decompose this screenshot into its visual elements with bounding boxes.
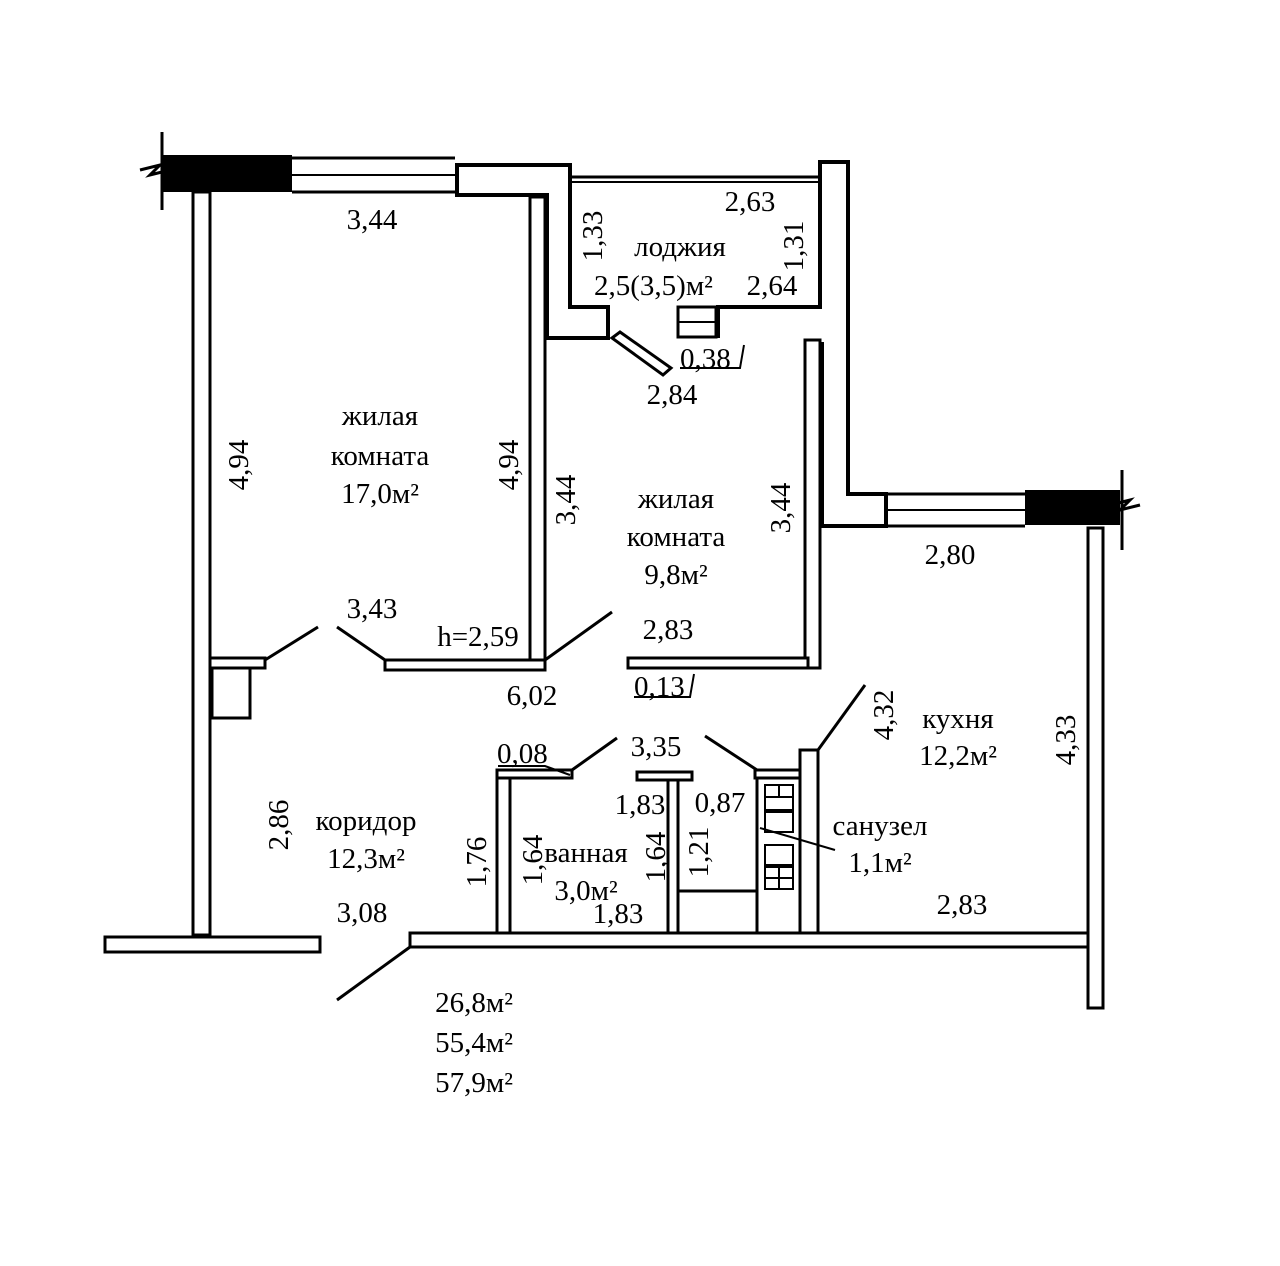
wc-name: санузел	[833, 810, 928, 842]
living2-name2: комната	[627, 521, 726, 553]
dim-corridor-bottom: 3,08	[337, 897, 388, 929]
dim-living1-left: 4,94	[223, 439, 255, 490]
kitchen-area: 12,2м²	[919, 740, 997, 772]
dim-living2-top: 2,84	[647, 379, 698, 411]
living1-name: жилая	[341, 400, 418, 432]
window-kitchen	[888, 492, 1025, 528]
dim-kitchen-left: 4,32	[868, 690, 900, 741]
loggia-name: лоджия	[634, 231, 726, 263]
dim-living1-top: 3,44	[347, 204, 398, 236]
living1-area: 17,0м²	[341, 478, 419, 510]
dim-bath-w-bottom: 1,83	[593, 898, 644, 930]
door-swings	[264, 344, 867, 1002]
bathroom-area: 3,0м²	[554, 875, 618, 907]
dim-bath-left: 1,64	[517, 834, 549, 885]
living2-area: 9,8м²	[644, 559, 708, 591]
wc-area: 1,1м²	[848, 847, 912, 879]
dim-kitchen-right: 4,33	[1050, 715, 1082, 766]
window-living1	[292, 156, 455, 194]
dim-loggia-right: 1,31	[778, 221, 810, 272]
living2-name: жилая	[637, 483, 714, 515]
corridor-name: коридор	[316, 805, 417, 837]
wc-fixtures	[764, 784, 794, 890]
total-area: 55,4м²	[435, 1027, 513, 1059]
dim-kitchen-bottom: 2,83	[937, 889, 988, 921]
dim-corridor-side: 1,76	[461, 837, 493, 888]
dim-loggia-top: 2,63	[725, 186, 776, 218]
dim-wc-width: 0,87	[695, 787, 746, 819]
dim-living2-right: 3,44	[765, 482, 797, 533]
dim-niche-013: 0,13	[634, 671, 685, 703]
dim-bath-w-top: 1,83	[615, 789, 666, 821]
dim-bath-top: 3,35	[631, 731, 682, 763]
dim-living2-left: 3,44	[550, 474, 582, 525]
bathroom-name: ванная	[544, 837, 627, 869]
dim-niche-008: 0,08	[497, 738, 548, 770]
dim-wc-height: 1,21	[683, 827, 715, 878]
ceiling-height: h=2,59	[437, 621, 519, 653]
kitchen-name: кухня	[922, 703, 994, 735]
window-loggia	[572, 175, 818, 183]
total-living-area: 26,8м²	[435, 987, 513, 1019]
dim-loggia-left: 1,33	[577, 211, 609, 262]
dim-corridor-top: 6,02	[507, 680, 558, 712]
dim-living1-right: 4,94	[493, 439, 525, 490]
loggia-area: 2,5(3,5)м²	[594, 270, 713, 302]
living1-name2: комната	[331, 440, 430, 472]
dim-corridor-left: 2,86	[263, 800, 295, 851]
dim-living1-bottom: 3,43	[347, 593, 398, 625]
door-loggia	[609, 330, 674, 377]
dim-kitchen-top: 2,80	[925, 539, 976, 571]
dim-bath-right: 1,64	[640, 831, 672, 882]
walls	[103, 132, 1141, 1010]
dim-living2-bottom: 2,83	[643, 614, 694, 646]
corridor-area: 12,3м²	[327, 843, 405, 875]
total-area-with-loggia: 57,9м²	[435, 1067, 513, 1099]
dim-loggia-bottom: 2,64	[747, 270, 798, 302]
dim-niche-038: 0,38	[680, 343, 731, 375]
